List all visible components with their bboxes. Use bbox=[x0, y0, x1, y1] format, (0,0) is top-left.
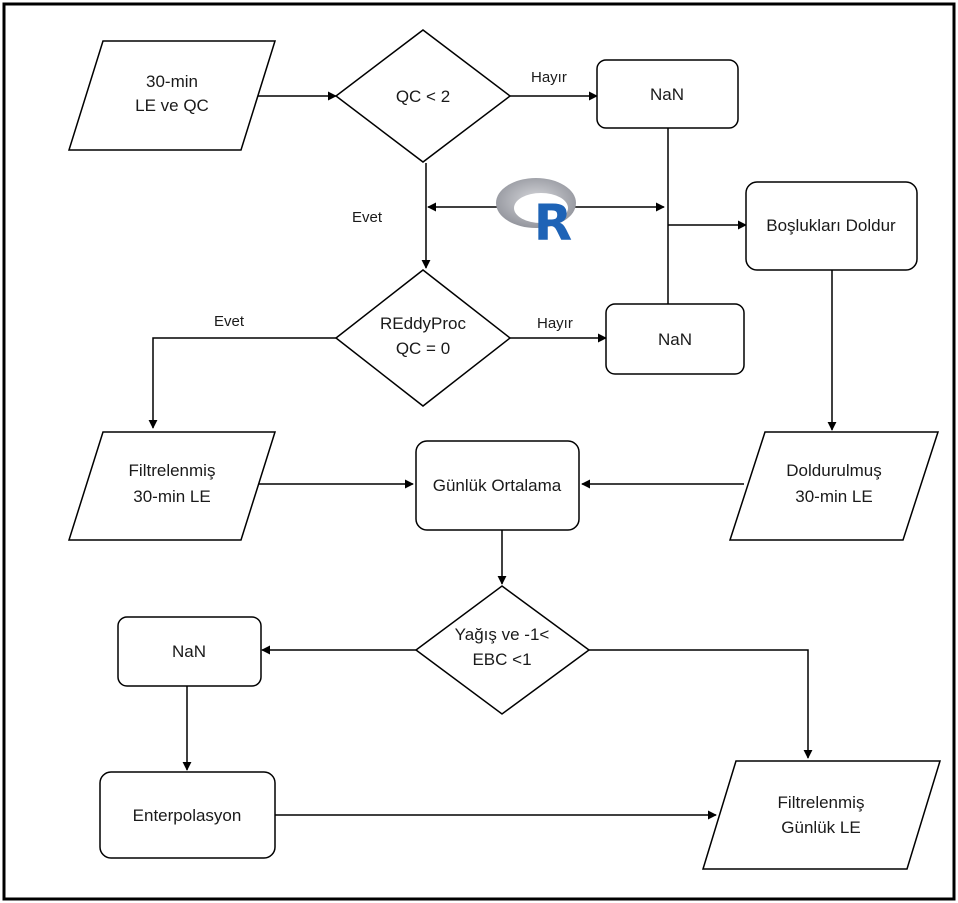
svg-text:Doldurulmuş: Doldurulmuş bbox=[786, 461, 881, 480]
edge-label-qc-no: Hayır bbox=[531, 69, 567, 86]
node-filtered-30min: Filtrelenmiş 30-min LE bbox=[67, 431, 277, 541]
node-qc-decision: QC < 2 bbox=[334, 29, 512, 163]
svg-text:Boşlukları Doldur: Boşlukları Doldur bbox=[766, 216, 896, 235]
svg-text:Yağış ve -1<: Yağış ve -1< bbox=[455, 625, 550, 644]
svg-text:Enterpolasyon: Enterpolasyon bbox=[133, 806, 242, 825]
svg-text:Günlük Ortalama: Günlük Ortalama bbox=[433, 476, 562, 495]
edge-label-reddyproc-yes: Evet bbox=[214, 313, 245, 330]
svg-text:NaN: NaN bbox=[172, 642, 206, 661]
node-daily-mean: Günlük Ortalama bbox=[415, 440, 580, 531]
node-nan-top: NaN bbox=[596, 59, 739, 129]
node-fill-gaps: Boşlukları Doldur bbox=[745, 181, 918, 271]
edge-label-reddyproc-no: Hayır bbox=[537, 315, 573, 332]
svg-text:QC < 2: QC < 2 bbox=[396, 87, 450, 106]
edge-reddyproc-to-filtered bbox=[148, 337, 336, 429]
svg-text:30-min LE: 30-min LE bbox=[133, 487, 210, 506]
edge-decision-to-final bbox=[589, 649, 813, 759]
svg-text:Günlük LE: Günlük LE bbox=[781, 818, 860, 837]
node-reddyproc-decision: REddyProc QC = 0 bbox=[334, 269, 512, 407]
svg-text:NaN: NaN bbox=[658, 330, 692, 349]
svg-text:Filtrelenmiş: Filtrelenmiş bbox=[129, 461, 216, 480]
node-nan-middle: NaN bbox=[605, 303, 745, 375]
r-logo-icon: R bbox=[496, 178, 576, 252]
svg-text:30-min: 30-min bbox=[146, 72, 198, 91]
svg-text:QC = 0: QC = 0 bbox=[396, 339, 450, 358]
edge-label-qc-yes: Evet bbox=[352, 209, 383, 226]
node-filled-30min: Doldurulmuş 30-min LE bbox=[728, 431, 940, 541]
svg-text:EBC <1: EBC <1 bbox=[472, 650, 531, 669]
node-nan-bottom: NaN bbox=[117, 616, 262, 687]
node-filtered-daily: Filtrelenmiş Günlük LE bbox=[701, 760, 942, 870]
svg-text:Filtrelenmiş: Filtrelenmiş bbox=[778, 793, 865, 812]
node-interpolation: Enterpolasyon bbox=[99, 771, 276, 859]
svg-text:REddyProc: REddyProc bbox=[380, 314, 466, 333]
r-logo-letter: R bbox=[534, 194, 573, 252]
svg-text:LE ve QC: LE ve QC bbox=[135, 96, 209, 115]
node-rain-ebc-decision: Yağış ve -1< EBC <1 bbox=[414, 585, 591, 715]
svg-text:30-min LE: 30-min LE bbox=[795, 487, 872, 506]
svg-text:NaN: NaN bbox=[650, 85, 684, 104]
edges bbox=[148, 91, 837, 820]
node-input-30min: 30-min LE ve QC bbox=[67, 40, 277, 151]
